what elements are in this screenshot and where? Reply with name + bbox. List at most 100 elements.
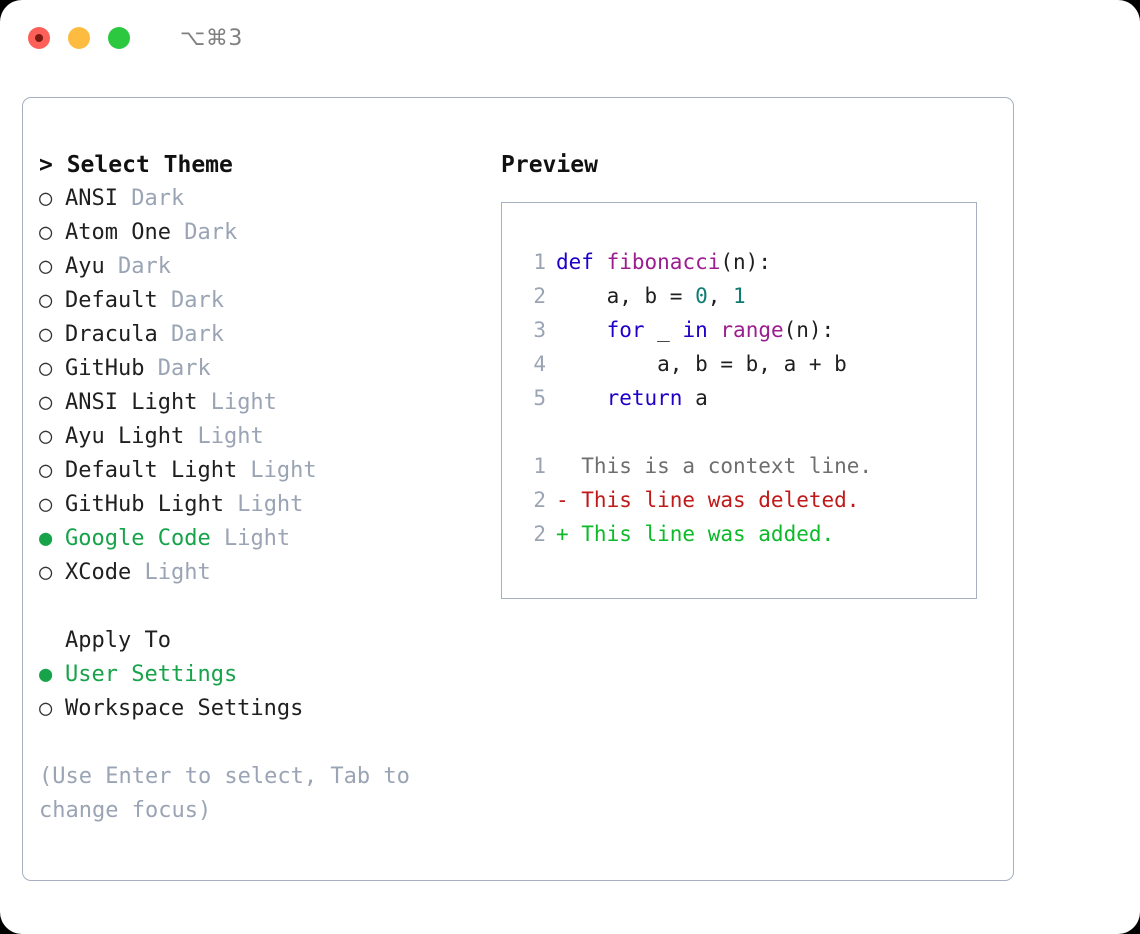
code-token: fibonacci <box>606 250 721 274</box>
radio-unselected-icon: ○ <box>39 356 66 381</box>
code-token: (n): <box>783 318 835 342</box>
code-token: for <box>606 318 645 342</box>
theme-variant-badge: Dark <box>157 288 224 313</box>
apply-to-option-label: User Settings <box>65 662 238 687</box>
code-token: a, b = b, a + b <box>556 352 847 376</box>
select-theme-label: Select Theme <box>66 152 233 178</box>
code-token: a, b = <box>556 284 696 308</box>
radio-unselected-icon: ○ <box>39 322 66 347</box>
theme-option-label: Atom One <box>65 220 171 245</box>
theme-option-atom-one[interactable]: ○ Atom One Dark <box>39 216 489 250</box>
diff-line-text: + This line was added. <box>556 522 835 546</box>
select-theme-heading: > Select Theme <box>39 148 489 182</box>
focus-prompt-caret: > <box>39 152 67 178</box>
radio-selected-icon: ● <box>39 526 66 551</box>
preview-heading: Preview <box>501 152 598 178</box>
theme-variant-badge: Light <box>210 526 291 551</box>
diff-line-text: - This line was deleted. <box>556 488 860 512</box>
code-token: 0 <box>695 284 708 308</box>
theme-picker-column: > Select Theme ○ ANSI Dark○ Atom One Dar… <box>39 148 489 828</box>
code-line: 5 return a <box>520 381 976 415</box>
radio-selected-icon: ● <box>39 662 66 687</box>
theme-option-github[interactable]: ○ GitHub Dark <box>39 352 489 386</box>
theme-variant-badge: Light <box>184 424 264 449</box>
radio-unselected-icon: ○ <box>39 220 66 245</box>
code-token <box>594 250 607 274</box>
code-token <box>556 386 607 410</box>
line-number: 1 <box>533 454 546 478</box>
code-token: return <box>606 386 683 410</box>
code-line: 4 a, b = b, a + b <box>520 347 976 381</box>
keyboard-hint-text: (Use Enter to select, Tab to change focu… <box>39 764 410 823</box>
theme-option-label: GitHub Light <box>65 492 224 517</box>
diff-line-text: This is a context line. <box>556 454 873 478</box>
code-token: (n): <box>720 250 771 274</box>
radio-unselected-icon: ○ <box>39 458 66 483</box>
radio-unselected-icon: ○ <box>39 560 66 585</box>
code-token: def <box>556 250 594 274</box>
theme-option-label: ANSI Light <box>65 390 198 415</box>
apply-to-option-label: Workspace Settings <box>65 696 304 721</box>
theme-variant-badge: Light <box>223 492 304 517</box>
theme-option-ansi[interactable]: ○ ANSI Dark <box>39 182 489 216</box>
line-number: 5 <box>533 386 546 410</box>
theme-option-google-code[interactable]: ● Google Code Light <box>39 522 489 556</box>
line-number: 4 <box>533 352 546 376</box>
apply-to-heading: Apply To <box>65 628 171 653</box>
theme-option-github-light[interactable]: ○ GitHub Light Light <box>39 488 489 522</box>
content-panel: > Select Theme ○ ANSI Dark○ Atom One Dar… <box>22 97 1014 881</box>
keyboard-shortcut-label: ⌥⌘3 <box>180 25 243 51</box>
line-number: 2 <box>533 522 546 546</box>
code-token: a <box>682 386 708 410</box>
line-number: 3 <box>533 318 546 342</box>
code-token: in <box>682 318 708 342</box>
radio-unselected-icon: ○ <box>39 186 66 211</box>
theme-variant-badge: Dark <box>104 254 171 279</box>
theme-option-default[interactable]: ○ Default Dark <box>39 284 489 318</box>
theme-option-ayu[interactable]: ○ Ayu Dark <box>39 250 489 284</box>
diff-line: 2 - This line was deleted. <box>520 483 976 517</box>
line-number: 2 <box>533 284 546 308</box>
theme-option-label: XCode <box>65 560 132 585</box>
radio-unselected-icon: ○ <box>39 492 66 517</box>
theme-variant-badge: Dark <box>157 322 224 347</box>
apply-to-option-user-settings[interactable]: ● User Settings <box>39 658 489 692</box>
code-token: , <box>707 284 734 308</box>
theme-option-ansi-light[interactable]: ○ ANSI Light Light <box>39 386 489 420</box>
code-token: _ <box>644 318 683 342</box>
theme-list: ○ ANSI Dark○ Atom One Dark○ Ayu Dark○ De… <box>39 182 489 590</box>
theme-option-xcode[interactable]: ○ XCode Light <box>39 556 489 590</box>
code-line: 3 for _ in range(n): <box>520 313 976 347</box>
code-token: range <box>720 318 784 342</box>
theme-variant-badge: Dark <box>144 356 211 381</box>
code-line: 2 a, b = 0, 1 <box>520 279 976 313</box>
code-token <box>556 318 607 342</box>
theme-option-default-light[interactable]: ○ Default Light Light <box>39 454 489 488</box>
radio-unselected-icon: ○ <box>39 390 66 415</box>
diff-line: 2 + This line was added. <box>520 517 976 551</box>
theme-variant-badge: Dark <box>117 186 185 211</box>
theme-option-label: ANSI <box>65 186 118 211</box>
theme-option-ayu-light[interactable]: ○ Ayu Light Light <box>39 420 489 454</box>
radio-unselected-icon: ○ <box>39 424 66 449</box>
minimize-button[interactable] <box>68 27 90 49</box>
theme-option-label: Dracula <box>65 322 158 347</box>
maximize-button[interactable] <box>108 27 130 49</box>
preview-spacer <box>520 415 976 449</box>
close-button[interactable] <box>28 27 50 49</box>
theme-option-label: Google Code <box>65 526 211 551</box>
theme-option-dracula[interactable]: ○ Dracula Dark <box>39 318 489 352</box>
code-token <box>708 318 721 342</box>
theme-variant-badge: Light <box>131 560 211 585</box>
theme-option-label: Ayu <box>65 254 105 279</box>
line-number: 2 <box>533 488 546 512</box>
apply-to-option-workspace-settings[interactable]: ○ Workspace Settings <box>39 692 489 726</box>
theme-variant-badge: Light <box>197 390 277 415</box>
theme-variant-badge: Dark <box>170 220 238 245</box>
radio-unselected-icon: ○ <box>39 696 66 721</box>
theme-option-label: Ayu Light <box>65 424 185 449</box>
